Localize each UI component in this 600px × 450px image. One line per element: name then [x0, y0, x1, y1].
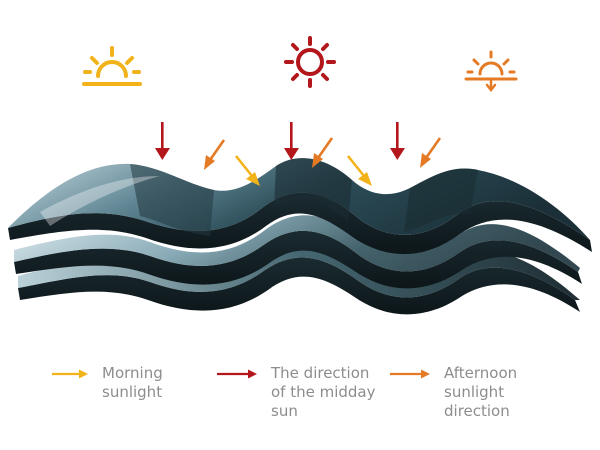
glass-layer-middle: [14, 215, 582, 289]
legend-label-morning: Morning sunlight: [102, 364, 163, 401]
sun-icon: [284, 36, 336, 88]
midday-arrows: [155, 122, 405, 160]
midday-arrow-icon: [217, 369, 257, 379]
afternoon-arrow: [312, 137, 334, 168]
glass-layer-top: [8, 158, 592, 255]
morning-arrows: [234, 155, 372, 186]
legend-label-afternoon: Afternoon sunlight direction: [444, 364, 518, 420]
midday-arrow: [155, 122, 170, 160]
legend-label-midday: The direction of the midday sun: [271, 364, 376, 420]
afternoon-arrow: [420, 137, 442, 168]
legend-item-afternoon: Afternoon sunlight direction: [390, 364, 517, 421]
sunrise-icon: [82, 46, 142, 86]
legend-item-midday: The direction of the midday sun: [217, 364, 376, 421]
afternoon-arrow: [204, 139, 226, 170]
midday-arrow: [390, 122, 405, 160]
morning-arrow: [346, 155, 372, 186]
afternoon-arrow-icon: [390, 369, 430, 379]
legend: Morning sunlight The direction of the mi…: [0, 364, 600, 444]
sunset-icon: [464, 50, 518, 93]
glass-layer-bottom: [18, 241, 580, 315]
midday-arrow: [284, 122, 299, 160]
morning-arrow-icon: [52, 369, 88, 379]
roof-tile-diagram: [8, 36, 592, 315]
morning-arrow: [234, 155, 260, 186]
legend-item-morning: Morning sunlight: [52, 364, 163, 402]
afternoon-arrows: [204, 137, 442, 170]
